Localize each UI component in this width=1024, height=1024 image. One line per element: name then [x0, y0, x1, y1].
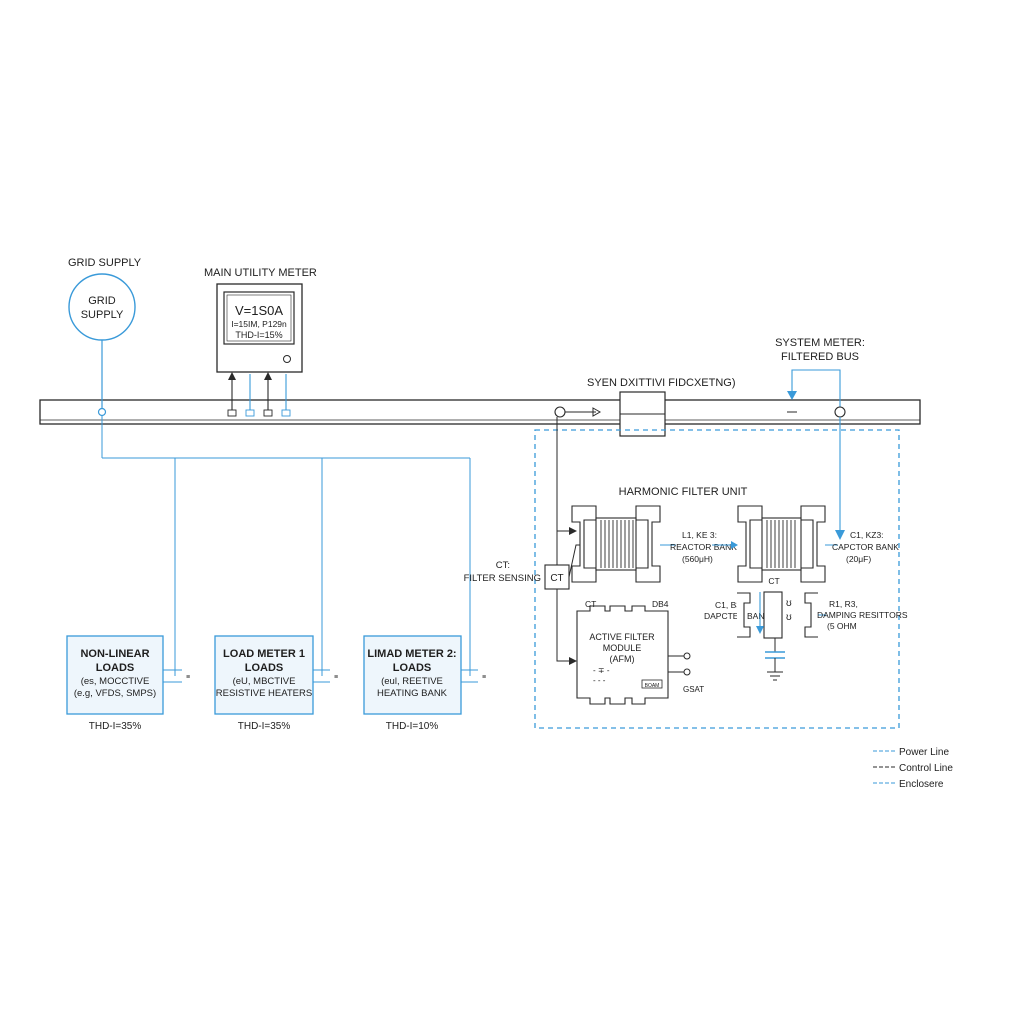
main-meter-display	[223, 291, 295, 345]
ct-label-line1: CT:	[496, 560, 510, 571]
load-2-line2: LOADS	[245, 662, 284, 674]
reactor-bank: L1, KE 3: REACTOR BANK (560μH)	[571, 505, 738, 583]
bus-sensing-node	[554, 406, 566, 418]
ct-upper-label: CT	[768, 576, 779, 586]
load-3-line4: HEATING BANK	[377, 688, 448, 699]
afm-side-label: GSAT	[683, 685, 704, 694]
load-box-1: NON-LINEAR LOADS (es, MOCCTIVE (e.g, VFD…	[66, 635, 190, 732]
grid-bus-node	[97, 407, 107, 417]
load-1-line1: NON-LINEAR	[80, 648, 149, 660]
legend-power-line: Power Line	[899, 747, 949, 758]
grid-supply: GRID SUPPLY GRID SUPPLY	[68, 257, 142, 417]
grid-supply-circle	[68, 273, 136, 341]
system-meter-node	[834, 406, 846, 418]
bus-label: SYEN DXITTIVI FIDCXETNG)	[587, 377, 736, 389]
ct-box-label: CT	[550, 573, 563, 584]
reactor-line2: REACTOR BANK	[670, 542, 737, 552]
ct-filter-sensing: CT: FILTER SENSING CT	[464, 417, 583, 665]
afm-small-label: BOAM	[645, 683, 660, 689]
legend-control-line: Control Line	[899, 763, 953, 774]
damping-line1: R1, R3,	[829, 599, 858, 609]
afm-line1: ACTIVE FILTER	[589, 632, 655, 642]
harmonic-filter-enclosure: HARMONIC FILTER UNIT	[534, 429, 900, 729]
afm-chip-label: DB4	[652, 599, 669, 609]
grid-circle-line1: GRID	[88, 295, 116, 307]
reactor-line1: L1, KE 3:	[682, 530, 717, 540]
load-3-terminal: ≡	[482, 674, 486, 681]
afm-line3: (AFM)	[610, 654, 635, 664]
capacitor-line3: (20μF)	[846, 554, 871, 564]
grid-supply-title: GRID SUPPLY	[68, 257, 142, 269]
ct-box	[544, 564, 570, 590]
legend-enclosure: Enclosere	[899, 779, 944, 790]
load-3-line1: LIMAD METER 2:	[367, 648, 456, 660]
load-3-line3: (eul, REETIVE	[381, 676, 443, 687]
load-2-line1: LOAD METER 1	[223, 648, 305, 660]
main-meter-display-line1: V=1S0A	[235, 303, 283, 318]
main-meter-display-line2: I=15IM, P129n	[231, 319, 287, 329]
afm-pins-left-2: - - -	[593, 676, 606, 685]
system-meter-title-line2: FILTERED BUS	[781, 351, 859, 363]
capacitor-line2: CAPCTOR BANK	[832, 542, 899, 552]
load-2-terminal: ≡	[334, 674, 338, 681]
damping-line2: DAMPING RESITTORS	[817, 610, 908, 620]
load-1-thd: THD-I=35%	[89, 721, 142, 732]
reactor-line3: (560μH)	[682, 554, 713, 564]
bus-sensing-element: SYEN DXITTIVI FIDCXETNG)	[554, 377, 736, 437]
capacitor-line1: C1, KZ3:	[850, 530, 884, 540]
main-utility-meter: MAIN UTILITY METER V=1S0A I=15IM, P129n …	[204, 267, 317, 417]
ct-label-line2: FILTER SENSING	[464, 573, 541, 584]
main-meter-display-line3: THD-I=15%	[235, 330, 282, 340]
active-filter-module: CT DB4 ACTIVE FILTER MODULE (AFM) - ∓ - …	[576, 599, 704, 705]
load-box-2: LOAD METER 1 LOADS (eU, MBCTIVE RESISTIV…	[214, 635, 338, 732]
load-1-line2: LOADS	[96, 662, 135, 674]
afm-ct-label: CT	[585, 599, 596, 609]
system-meter: SYSTEM METER: FILTERED BUS	[775, 337, 865, 540]
main-meter-title: MAIN UTILITY METER	[204, 267, 317, 279]
harmonic-filter-title: HARMONIC FILTER UNIT	[619, 486, 748, 498]
system-meter-title-line1: SYSTEM METER:	[775, 337, 865, 349]
load-2-line4: RESISTIVE HEATERS	[216, 688, 312, 699]
load-box-3: LIMAD METER 2: LOADS (eul, REETIVE HEATI…	[363, 635, 486, 732]
load-2-line3: (eU, MBCTIVE	[233, 676, 296, 687]
damping-line3: (5 OHM	[827, 621, 857, 631]
coil-symbol-1: ʊ	[786, 598, 792, 609]
legend: Power Line Control Line Enclosere	[873, 747, 953, 790]
load-1-line4: (e.g, VFDS, SMPS)	[74, 688, 156, 699]
load-2-thd: THD-I=35%	[238, 721, 291, 732]
main-power-bus	[39, 399, 921, 425]
load-1-terminal: ≡	[186, 674, 190, 681]
load-1-line3: (es, MOCCTIVE	[81, 676, 150, 687]
grid-circle-line2: SUPPLY	[81, 309, 124, 321]
dapcter-line1: C1, B3	[715, 600, 741, 610]
capacitor-bank: C1, KZ3: CAPCTOR BANK (20μF)	[737, 505, 899, 583]
damping-section: CT C1, B3 DAPCTER BANK ʊ ʊ R1, R3, DAMPI…	[704, 576, 908, 681]
load-3-thd: THD-I=10%	[386, 721, 439, 732]
coil-symbol-2: ʊ	[786, 612, 792, 623]
afm-pins-left: - ∓ -	[593, 666, 610, 675]
afm-line2: MODULE	[603, 643, 642, 653]
load-3-line2: LOADS	[393, 662, 432, 674]
load-feeder-lines	[101, 416, 471, 676]
